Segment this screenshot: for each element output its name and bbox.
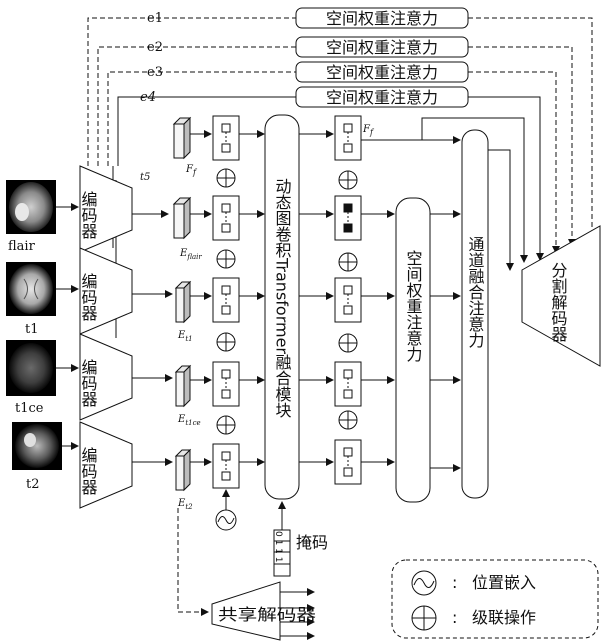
position-embedding-input <box>216 490 236 530</box>
mask-bits: 0 1 1 1 <box>273 531 283 563</box>
shared-decoder-path <box>178 508 208 612</box>
svg-text::: : <box>452 573 457 592</box>
svg-text:编码器: 编码器 <box>79 273 98 321</box>
svg-text::: : <box>452 608 457 627</box>
channel-attention-label: 通道融合注意力 <box>466 236 485 349</box>
input-label-t2: t2 <box>26 477 40 492</box>
svg-text:编码器: 编码器 <box>79 191 98 239</box>
feature-label-t1: Et1 <box>177 330 193 343</box>
feature-token-arrows <box>190 134 211 462</box>
legend-position-embedding: 位置嵌入 <box>472 573 536 592</box>
encoder-feature-arrows <box>132 214 172 462</box>
feature-label-t2: Et2 <box>177 498 193 511</box>
svg-text:空间权重注意力: 空间权重注意力 <box>326 63 438 82</box>
spatial-attention-label: 空间权重注意力 <box>404 250 423 363</box>
output-label-ff: Ff <box>362 124 375 137</box>
skip-label-e2: e2 <box>147 40 163 55</box>
dgt-fusion-module-label: 动态图卷积Transformer融合模块 <box>273 178 292 418</box>
svg-text:编码器: 编码器 <box>79 447 98 495</box>
mask-label: 掩码 <box>296 533 328 552</box>
svg-text:空间权重注意力: 空间权重注意力 <box>326 9 438 28</box>
spatial-channel-arrows <box>430 214 460 468</box>
module-output-arrows <box>299 134 333 462</box>
input-arrows <box>56 207 78 446</box>
feature-label-t1ce: Et1ce <box>177 414 201 427</box>
feature-label-flair: Eflair <box>179 248 202 261</box>
legend-concat-operation: 级联操作 <box>472 608 536 627</box>
legend: : 位置嵌入 : 级联操作 <box>392 560 598 638</box>
token-module-arrows <box>239 134 264 462</box>
input-label-t1: t1 <box>25 322 39 337</box>
segmentation-decoder-label: 分割解码器 <box>549 262 568 342</box>
svg-text:空间权重注意力: 空间权重注意力 <box>326 88 438 107</box>
input-label-flair: flair <box>8 239 36 254</box>
skip-label-e4: e4 <box>140 90 156 105</box>
svg-text:空间权重注意力: 空间权重注意力 <box>326 38 438 57</box>
feature-label-ff: Ff <box>185 164 198 177</box>
skip-attention-blocks: 空间权重注意力 空间权重注意力 空间权重注意力 空间权重注意力 <box>296 8 468 107</box>
svg-text:编码器: 编码器 <box>79 359 98 407</box>
skip-label-e1: e1 <box>147 11 163 26</box>
input-label-t1ce: t1ce <box>15 401 44 416</box>
skip-label-e5: t5 <box>140 172 150 183</box>
skip-label-e3: e3 <box>147 65 163 80</box>
